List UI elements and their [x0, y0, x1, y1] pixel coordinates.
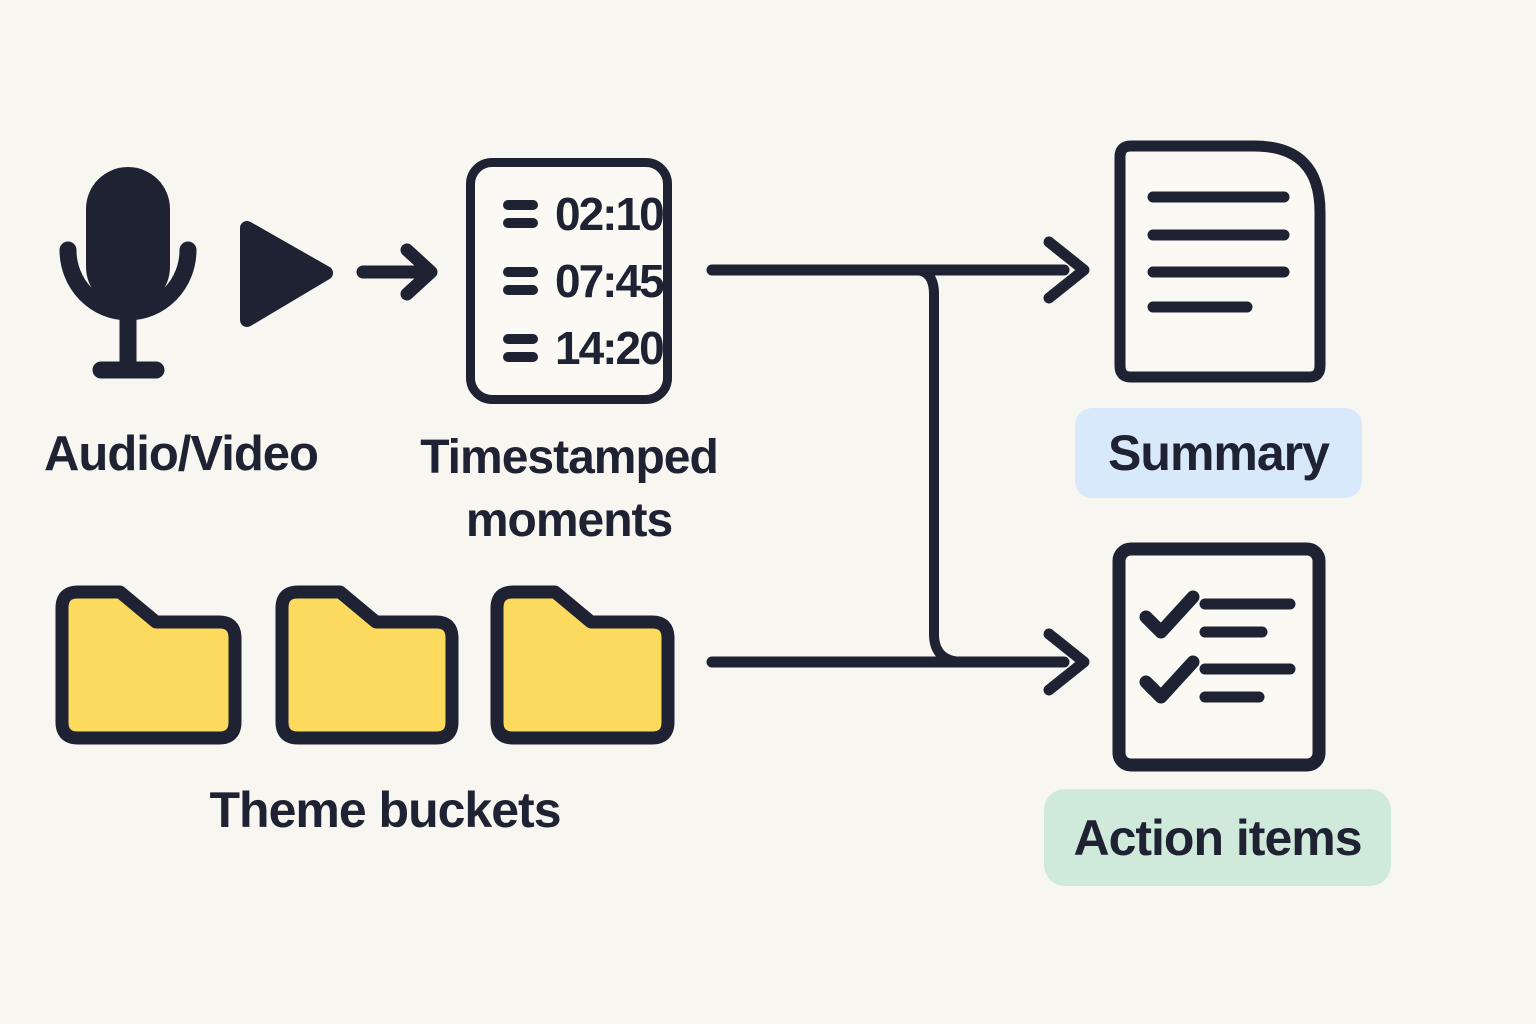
- timestamp-value: 14:20: [555, 322, 665, 374]
- arrow-bottom-connector: [706, 628, 1090, 696]
- timestamp-value: 02:10: [555, 188, 665, 240]
- arrow-right-icon: [356, 243, 438, 301]
- theme-buckets-label: Theme buckets: [209, 782, 561, 838]
- document-lines-icon: [1114, 140, 1326, 383]
- action-items-badge: Action items: [1044, 789, 1391, 886]
- play-icon: [240, 221, 333, 327]
- timestamp-row: 02:10: [503, 188, 665, 240]
- folder-icon: [275, 585, 459, 745]
- folder-icon: [490, 585, 675, 745]
- summary-badge: Summary: [1075, 408, 1362, 498]
- timestamped-label-line2: moments: [465, 494, 673, 547]
- merge-connector: [911, 265, 967, 667]
- summary-badge-label: Summary: [1108, 425, 1330, 481]
- audio-video-label: Audio/Video: [44, 427, 319, 481]
- list-bars-icon: [503, 334, 538, 362]
- action-items-badge-label: Action items: [1073, 809, 1362, 866]
- timestamp-row: 14:20: [503, 322, 665, 374]
- list-bars-icon: [503, 200, 538, 228]
- timestamp-row: 07:45: [503, 255, 665, 307]
- timestamp-value: 07:45: [555, 255, 665, 307]
- checklist-icon: [1112, 542, 1326, 772]
- list-bars-icon: [503, 267, 538, 295]
- timestamped-moments-box: 02:10 07:45 14:20: [466, 158, 672, 404]
- folder-icon: [55, 585, 242, 745]
- microphone-icon: [59, 167, 197, 379]
- arrow-top-connector: [706, 236, 1090, 304]
- timestamped-label-line1: Timestamped: [420, 431, 719, 484]
- timestamped-moments-label: Timestamped moments: [369, 426, 769, 552]
